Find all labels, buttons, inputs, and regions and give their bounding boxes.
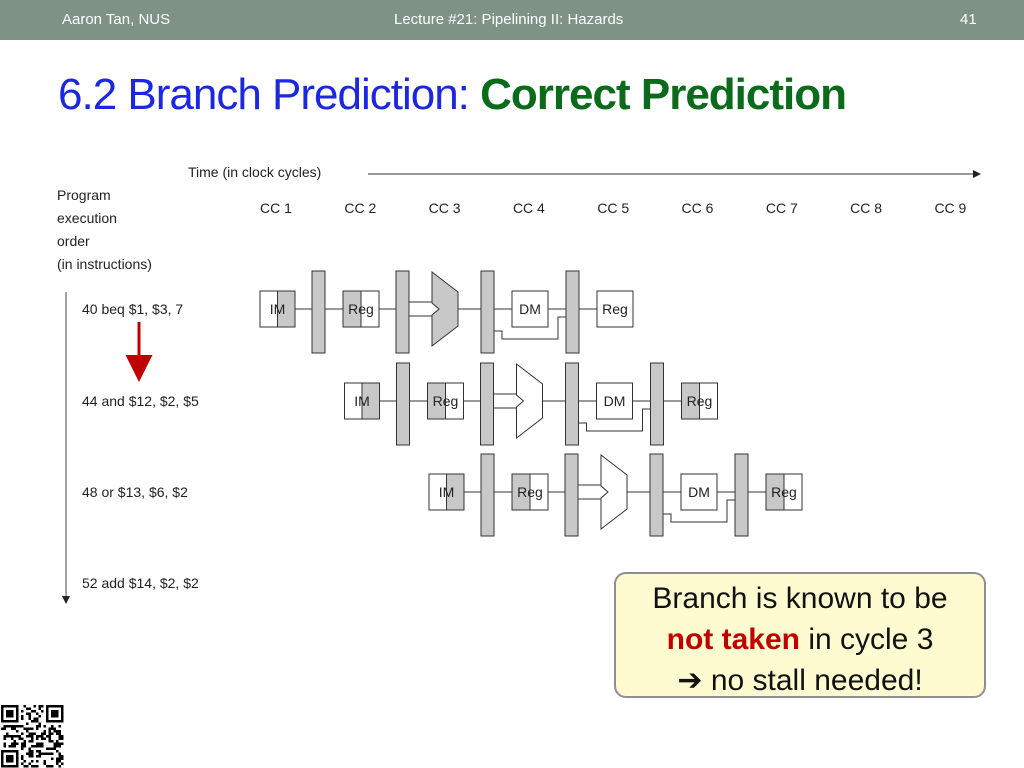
reg-read-stage-label: Reg	[433, 393, 459, 409]
instruction-2: 44 and $12, $2, $5	[82, 393, 199, 409]
arrow-right-icon: ➔	[677, 664, 703, 697]
cycle-label-1: CC 1	[260, 200, 292, 216]
qr-code-icon[interactable]	[0, 704, 64, 768]
reg-read-stage-label: Reg	[348, 301, 374, 317]
program-label-line1: Program	[57, 187, 111, 203]
pipeline-register-1	[396, 362, 410, 446]
pipeline-register-4	[565, 270, 580, 354]
title-main: 6.2 Branch Prediction:	[58, 70, 481, 119]
callout-line1: Branch is known to be	[652, 582, 948, 615]
pipeline-row-3: IM Reg DM Reg	[428, 453, 803, 537]
im-stage-label: IM	[270, 301, 286, 317]
author-label: Aaron Tan, NUS	[62, 11, 171, 28]
reg-write-stage-label: Reg	[687, 393, 713, 409]
im-stage-label: IM	[354, 393, 370, 409]
pipeline-register-2	[480, 362, 494, 446]
title-emphasis: Correct Prediction	[480, 70, 847, 119]
page-number: 41	[960, 11, 977, 28]
not-taken-text: not taken	[666, 623, 800, 656]
cycle-label-8: CC 8	[850, 200, 882, 216]
cycle-label-6: CC 6	[682, 200, 714, 216]
reg-read-stage-shade	[342, 290, 362, 328]
pipeline-register-3	[649, 453, 664, 537]
pipeline-register-3	[480, 270, 495, 354]
im-stage-label: IM	[439, 484, 455, 500]
program-label-line2: execution	[57, 210, 117, 226]
dm-stage-label: DM	[604, 393, 626, 409]
lecture-title: Lecture #21: Pipelining II: Hazards	[394, 11, 624, 28]
dm-stage-label: DM	[519, 301, 541, 317]
no-stall-text: no stall needed!	[702, 664, 923, 697]
program-label-line3: order	[57, 233, 90, 249]
reg-read-stage-shade	[511, 473, 531, 511]
pipeline-register-4	[734, 453, 749, 537]
time-axis-label: Time (in clock cycles)	[188, 164, 321, 180]
alu-shape	[600, 453, 628, 531]
cycle-label-7: CC 7	[766, 200, 798, 216]
cycle-label-9: CC 9	[934, 200, 966, 216]
dm-stage-label: DM	[688, 484, 710, 500]
instruction-3: 48 or $13, $6, $2	[82, 484, 188, 500]
branch-callout: Branch is known to be not taken in cycle…	[614, 572, 986, 698]
callout-line3: ➔ no stall needed!	[616, 660, 984, 701]
pipeline-row-1: IM Reg DM Reg	[259, 270, 634, 354]
clock-cycle-row: CC 1 CC 2 CC 3 CC 4 CC 5 CC 6 CC 7 CC 8 CC 9	[260, 200, 967, 216]
dm-stage-box	[511, 290, 549, 328]
dm-stage-box	[680, 473, 718, 511]
cycle-label-5: CC 5	[597, 200, 629, 216]
pipeline-register-2	[564, 453, 579, 537]
reg-write-stage-label: Reg	[771, 484, 797, 500]
pipeline-register-3	[565, 362, 579, 446]
reg-write-stage-shade	[681, 382, 700, 420]
cycle-label-3: CC 3	[429, 200, 461, 216]
callout-line2: not taken in cycle 3	[616, 619, 984, 660]
reg-write-stage-shade	[765, 473, 785, 511]
cycle-label-4: CC 4	[513, 200, 545, 216]
reg-read-stage-label: Reg	[517, 484, 543, 500]
program-label-line4: (in instructions)	[57, 256, 152, 272]
pipeline-register-2	[395, 270, 410, 354]
pipeline-row-2: IM Reg DM Reg	[344, 362, 718, 446]
reg-write-stage-box	[596, 290, 634, 328]
instruction-list: 40 beq $1, $3, 7 44 and $12, $2, $5 48 or …	[82, 301, 199, 591]
slide-header: Aaron Tan, NUS Lecture #21: Pipelining I…	[0, 0, 1024, 40]
pipeline-register-1	[311, 270, 326, 354]
callout-cycle-text: in cycle 3	[799, 623, 934, 656]
pipeline-register-4	[650, 362, 664, 446]
instruction-4: 52 add $14, $2, $2	[82, 575, 199, 591]
slide-title: 6.2 Branch Prediction: Correct Predictio…	[58, 70, 847, 120]
pipeline-register-1	[480, 453, 495, 537]
reg-write-stage-label: Reg	[602, 301, 628, 317]
alu-shape	[516, 362, 543, 440]
instruction-1: 40 beq $1, $3, 7	[82, 301, 183, 317]
cycle-label-2: CC 2	[344, 200, 376, 216]
alu-shape	[431, 270, 459, 348]
reg-read-stage-shade	[427, 382, 446, 420]
